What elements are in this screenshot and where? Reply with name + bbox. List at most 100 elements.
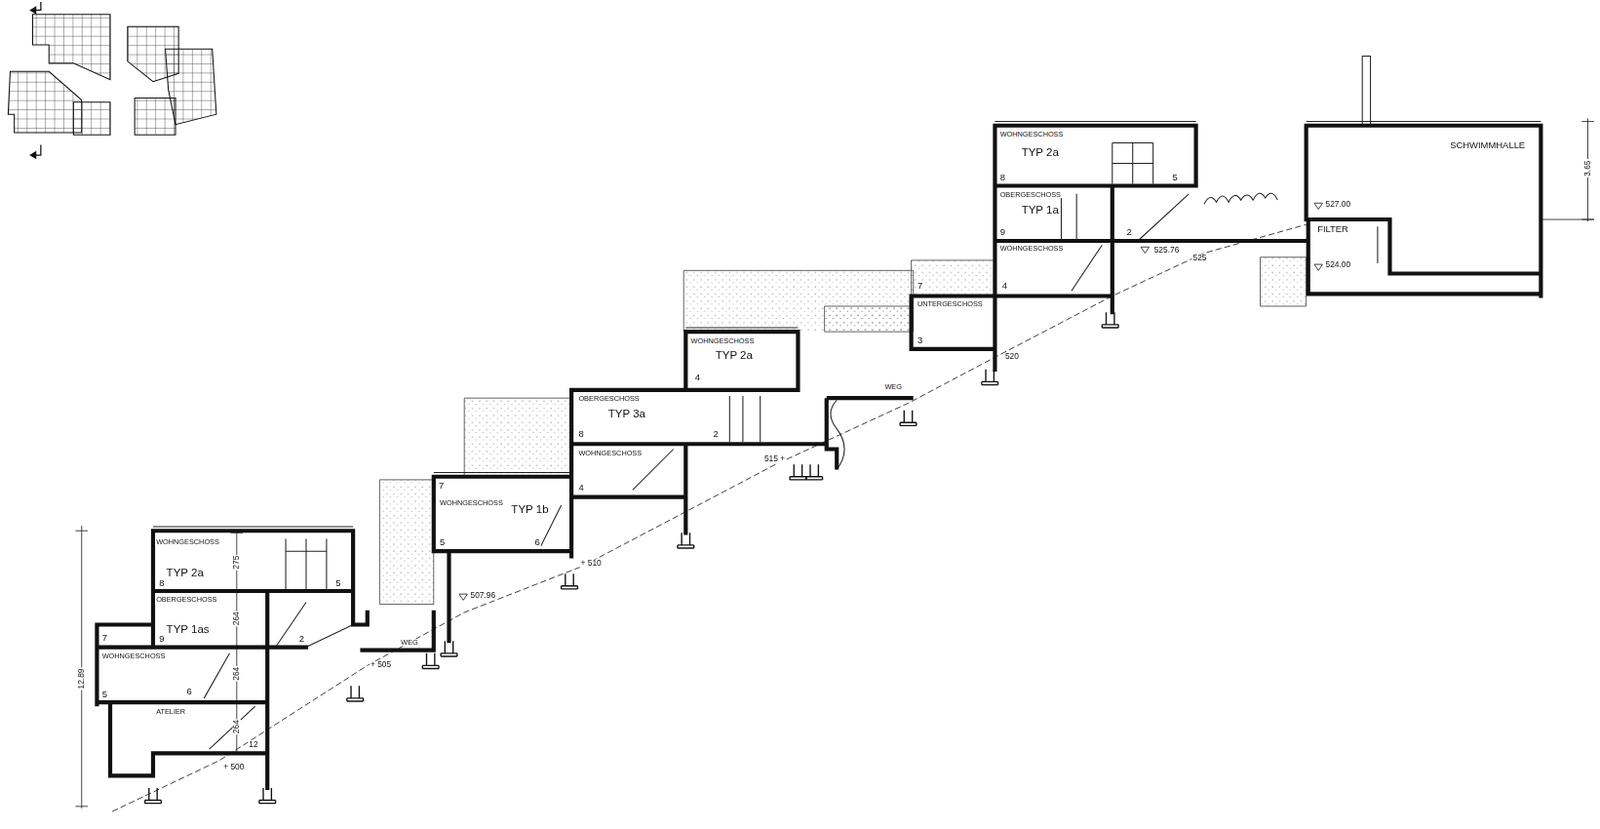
elevation: + 510: [579, 559, 602, 568]
dimension: 264: [233, 610, 241, 626]
background-wall: [1260, 257, 1307, 307]
dimension: 3.65: [1583, 158, 1592, 177]
footing: [981, 369, 999, 386]
window: [285, 539, 327, 589]
chimney: [1362, 56, 1370, 126]
background-wall: [379, 479, 433, 605]
level-number: 2: [712, 429, 720, 439]
room-name: SCHWIMMHALLE: [1448, 140, 1526, 150]
level-number: 6: [185, 686, 193, 696]
background-wall: [824, 306, 912, 332]
footing: [259, 787, 276, 804]
level-number: 12: [247, 741, 259, 749]
room-name: FILTER: [1316, 224, 1350, 234]
footing: [561, 573, 579, 589]
floor-name: OBERGESCHOSS: [999, 191, 1062, 198]
floor-name: WOHNGESCHOSS: [438, 499, 505, 507]
elevation: 525.76: [1153, 245, 1181, 254]
elevation: 507.96: [468, 591, 497, 600]
type-name: TYP 2a: [165, 567, 205, 580]
floor-name: WOHNGESCHOSS: [690, 336, 756, 344]
floor-name: WOHNGESCHOSS: [999, 244, 1065, 252]
level-number: 8: [157, 578, 165, 587]
level-number: 7: [437, 481, 445, 491]
level-marker: [459, 202, 1323, 600]
level-number: 5: [1170, 173, 1178, 183]
level-number: 8: [577, 429, 585, 439]
level-number: 5: [438, 538, 446, 547]
key-plan: [7, 14, 217, 135]
level-number: 7: [916, 281, 924, 291]
walls-and-slabs: [96, 125, 1541, 788]
plan-block: [7, 71, 81, 133]
floor-name: WOHNGESCHOSS: [155, 538, 221, 546]
level-number: 9: [999, 227, 1007, 236]
footings: [145, 312, 1119, 803]
planting: [1204, 193, 1278, 204]
type-name: TYP 2a: [714, 350, 754, 362]
background-wall: [911, 260, 996, 297]
elevation: + 500: [222, 763, 245, 772]
elevation: 520: [1004, 352, 1020, 361]
elevation: + 505: [369, 661, 392, 669]
level-number: 2: [1125, 227, 1132, 236]
footing: [1101, 312, 1119, 328]
type-name: TYP 1b: [509, 504, 549, 516]
stair: [203, 194, 1189, 749]
arrowhead: [30, 152, 36, 158]
plan-block: [32, 14, 111, 80]
window: [1060, 194, 1077, 239]
background-wall: [683, 270, 913, 332]
parapet: [153, 121, 1541, 528]
level-number: 6: [533, 538, 541, 547]
filter-wall: [1376, 226, 1378, 264]
footing: [422, 653, 439, 669]
type-name: TYP 3a: [607, 408, 647, 421]
terrain-line: [112, 224, 1307, 812]
footing: [440, 640, 458, 657]
type-name: TYP 1a: [1020, 203, 1060, 216]
arrowhead: [30, 6, 36, 13]
level-number: 4: [577, 483, 585, 493]
plan-block: [134, 97, 176, 135]
elevation: 524.00: [1324, 261, 1352, 270]
level-number: 8: [999, 173, 1007, 183]
elevation: 515 +: [763, 455, 786, 464]
footing: [806, 464, 823, 480]
level-number: 9: [157, 634, 165, 644]
floor-name: WOHNGESCHOSS: [577, 449, 643, 457]
dimension: 12.89: [78, 666, 86, 690]
footing: [145, 787, 162, 804]
footing: [789, 464, 807, 480]
type-name: TYP 2a: [1020, 147, 1060, 159]
section-marker: [30, 1, 40, 158]
level-number: 5: [101, 690, 109, 700]
floor-name: UNTERGESCHOSS: [916, 300, 984, 308]
background-wall: [464, 397, 572, 477]
floor-name: WOHNGESCHOSS: [999, 130, 1065, 138]
window: [729, 395, 760, 442]
window: [1112, 143, 1154, 185]
level-number: 5: [334, 578, 342, 587]
level-number: 2: [298, 634, 306, 644]
level-number: 7: [101, 633, 109, 643]
footing: [677, 532, 695, 548]
path-name: WEG: [883, 382, 903, 390]
footing: [899, 410, 917, 427]
plan-block: [73, 102, 111, 135]
dimension: 275: [233, 554, 241, 571]
type-name: TYP 1as: [165, 623, 211, 635]
footing: [347, 685, 364, 702]
floor-name: OBERGESCHOSS: [577, 394, 640, 402]
stair: [306, 399, 845, 647]
level-number: 3: [916, 335, 924, 345]
dimension-line: [1540, 117, 1594, 222]
room-name: ATELIER: [155, 706, 187, 714]
elevation: 525: [1191, 254, 1208, 263]
level-number: 4: [694, 373, 702, 383]
dimension-line: [231, 532, 244, 753]
dimension: 264: [233, 718, 241, 735]
elevation: 527.00: [1324, 200, 1352, 209]
